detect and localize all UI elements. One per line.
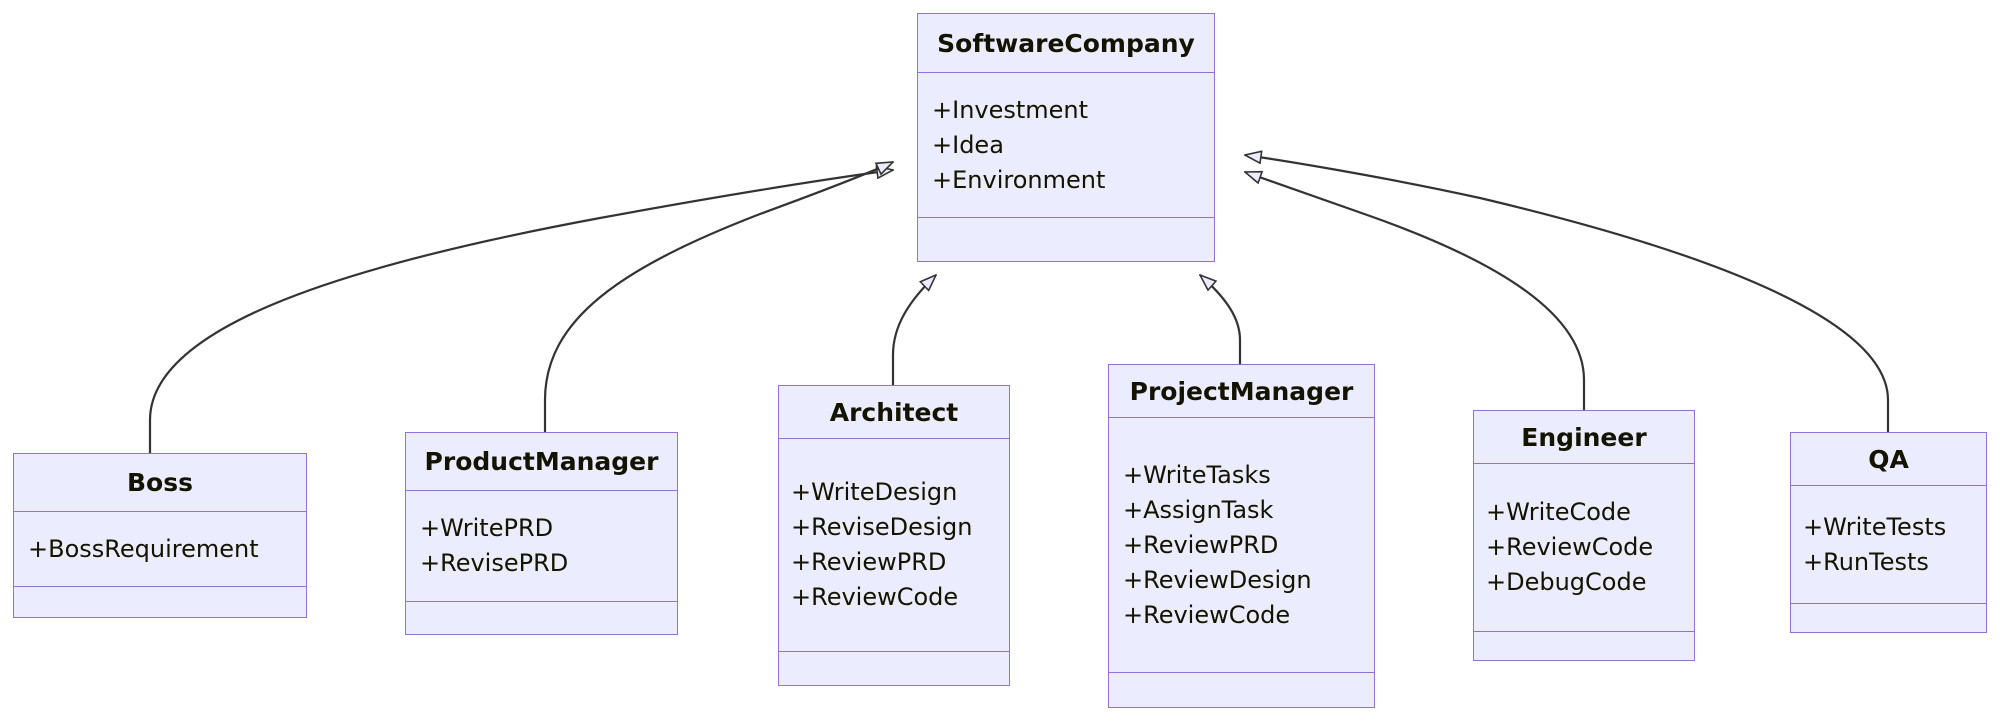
class-attributes-projectmanager: +WriteTasks +AssignTask +ReviewPRD +Revi… — [1109, 418, 1374, 673]
class-attributes-qa: +WriteTests +RunTests — [1791, 486, 1986, 604]
class-attribute: +AssignTask — [1123, 495, 1274, 524]
class-node-qa[interactable]: QA +WriteTests +RunTests — [1790, 432, 1987, 633]
class-attributes-softwarecompany: +Investment +Idea +Environment — [918, 73, 1214, 218]
class-title-softwarecompany: SoftwareCompany — [918, 14, 1214, 73]
class-methods-productmanager — [406, 602, 677, 632]
class-attribute: +Investment — [932, 95, 1089, 124]
class-name-text: Engineer — [1521, 422, 1647, 452]
class-attribute: +ReviewCode — [1123, 600, 1291, 629]
class-node-productmanager[interactable]: ProductManager +WritePRD +RevisePRD — [405, 432, 678, 635]
class-attribute: +Environment — [932, 165, 1106, 194]
class-name-text: Boss — [127, 468, 193, 497]
class-title-architect: Architect — [779, 386, 1009, 439]
class-methods-boss — [14, 587, 306, 617]
class-attribute: +ReviewCode — [791, 583, 959, 611]
class-attributes-architect: +WriteDesign +ReviseDesign +ReviewPRD +R… — [779, 439, 1009, 652]
class-title-qa: QA — [1791, 433, 1986, 486]
edge-boss-to-softwarecompany — [148, 170, 893, 453]
class-node-architect[interactable]: Architect +WriteDesign +ReviseDesign +Re… — [778, 385, 1010, 686]
class-attribute: +WriteDesign — [791, 478, 958, 506]
class-attribute: +WriteTests — [1803, 512, 1947, 541]
class-title-projectmanager: ProjectManager — [1109, 365, 1374, 418]
class-attribute: +ReviewPRD — [1123, 530, 1279, 559]
class-node-boss[interactable]: Boss +BossRequirement — [13, 453, 307, 618]
class-attribute: +ReviewCode — [1486, 533, 1654, 561]
class-attributes-boss: +BossRequirement — [14, 512, 306, 587]
class-title-engineer: Engineer — [1474, 411, 1694, 464]
class-name-text: ProductManager — [424, 447, 659, 476]
class-attribute: +BossRequirement — [28, 534, 259, 563]
class-methods-projectmanager — [1109, 673, 1374, 703]
class-title-boss: Boss — [14, 454, 306, 512]
edge-productmanager-to-softwarecompany — [543, 161, 893, 432]
edge-qa-to-softwarecompany — [1245, 155, 1890, 432]
class-attribute: +ReviseDesign — [791, 513, 973, 541]
class-methods-architect — [779, 652, 1009, 681]
class-methods-engineer — [1474, 632, 1694, 660]
class-name-text: QA — [1868, 444, 1909, 474]
class-attribute: +WritePRD — [420, 514, 554, 542]
class-attribute: +WriteTasks — [1123, 460, 1271, 489]
class-attribute: +ReviewDesign — [1123, 565, 1312, 594]
class-attribute: +DebugCode — [1486, 568, 1647, 596]
class-attribute: +RevisePRD — [420, 549, 569, 577]
class-attribute: +ReviewPRD — [791, 548, 947, 576]
class-attribute: +WriteCode — [1486, 498, 1631, 526]
class-methods-qa — [1791, 604, 1986, 632]
edge-engineer-to-softwarecompany — [1245, 172, 1586, 410]
class-attributes-productmanager: +WritePRD +RevisePRD — [406, 491, 677, 602]
edge-architect-to-softwarecompany — [891, 275, 936, 385]
class-node-engineer[interactable]: Engineer +WriteCode +ReviewCode +DebugCo… — [1473, 410, 1695, 661]
class-name-text: ProjectManager — [1129, 376, 1354, 406]
class-name-text: SoftwareCompany — [937, 28, 1195, 58]
class-attribute: +Idea — [932, 130, 1004, 159]
class-title-productmanager: ProductManager — [406, 433, 677, 491]
class-attribute: +RunTests — [1803, 547, 1929, 576]
class-node-projectmanager[interactable]: ProjectManager +WriteTasks +AssignTask +… — [1108, 364, 1375, 708]
class-name-text: Architect — [829, 397, 959, 427]
class-methods-softwarecompany — [918, 218, 1214, 260]
class-node-softwarecompany[interactable]: SoftwareCompany +Investment +Idea +Envir… — [917, 13, 1215, 262]
edge-projectmanager-to-softwarecompany — [1200, 275, 1242, 364]
class-attributes-engineer: +WriteCode +ReviewCode +DebugCode — [1474, 464, 1694, 632]
